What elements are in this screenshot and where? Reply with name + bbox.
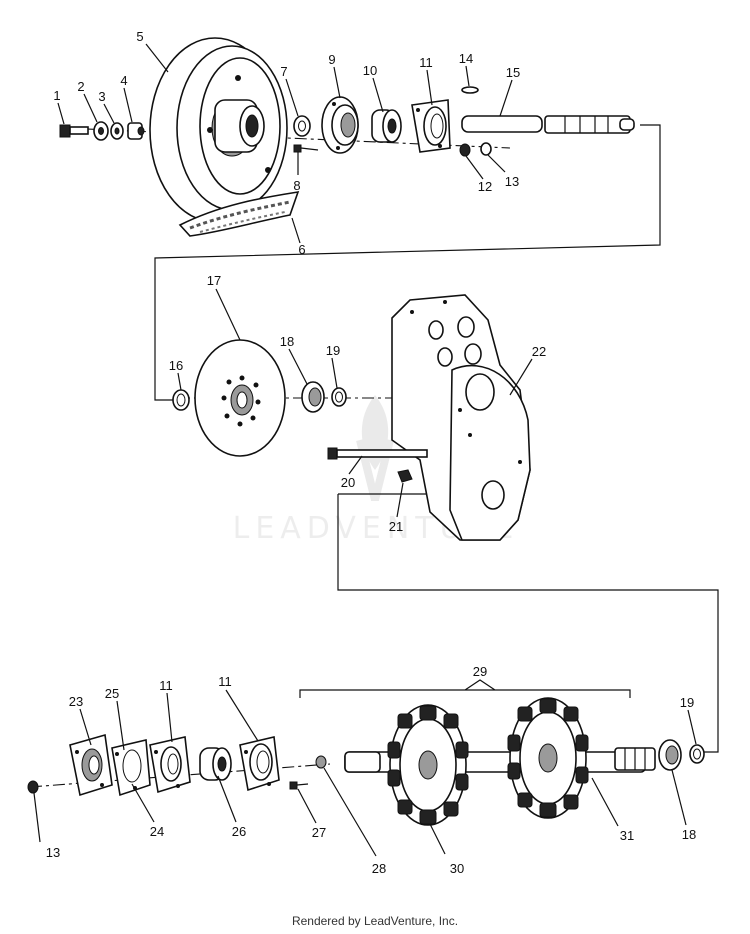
spacer-4 — [127, 122, 145, 140]
drive-sprocket-30-right — [507, 697, 589, 819]
nut-28 — [315, 755, 327, 769]
callout-30: 30 — [450, 861, 464, 876]
drive-sprocket-30-left — [387, 704, 469, 826]
callout-11: 11 — [419, 55, 433, 70]
belt-section-6 — [178, 191, 300, 237]
shaft-15 — [461, 115, 635, 134]
bolt-20 — [327, 447, 428, 460]
callout-21: 21 — [389, 519, 403, 534]
disc-17 — [194, 339, 286, 457]
callout-14: 14 — [459, 51, 473, 66]
callout-22: 22 — [532, 344, 546, 359]
callout-18: 18 — [280, 334, 294, 349]
callout-15: 15 — [506, 65, 520, 80]
callout-13-bottom: 13 — [46, 845, 60, 860]
callout-26: 26 — [232, 824, 246, 839]
o-ring-19-bottom — [689, 744, 705, 764]
callout-20: 20 — [341, 475, 355, 490]
routing-lines — [154, 124, 719, 753]
washer-7 — [293, 115, 311, 137]
callout-18-bottom: 18 — [682, 827, 696, 842]
callout-9: 9 — [328, 52, 335, 67]
callout-12: 12 — [478, 179, 492, 194]
callout-10: 10 — [363, 63, 377, 78]
callout-1: 1 — [53, 88, 60, 103]
nut-12 — [459, 143, 471, 157]
callout-16: 16 — [169, 358, 183, 373]
bracket-29 — [299, 679, 631, 698]
flange-23 — [69, 733, 113, 797]
footer-credit: Rendered by LeadVenture, Inc. — [291, 914, 459, 928]
nut-13-bottom — [27, 780, 39, 794]
bearing-18-bottom — [658, 739, 682, 771]
callout-28: 28 — [372, 861, 386, 876]
callout-25: 25 — [105, 686, 119, 701]
nut-21 — [397, 469, 413, 483]
callout-17: 17 — [207, 273, 221, 288]
screw-8 — [293, 144, 319, 153]
leadventure-logo — [356, 395, 394, 501]
washer-2 — [93, 121, 109, 141]
callout-2: 2 — [77, 79, 84, 94]
callout-5: 5 — [136, 29, 143, 44]
callout-23: 23 — [69, 694, 83, 709]
nut-13 — [480, 142, 492, 156]
bearing-18-mid — [301, 381, 325, 413]
bearing-10 — [371, 109, 402, 143]
callout-19-bottom: 19 — [680, 695, 694, 710]
bolt-1 — [59, 124, 89, 138]
o-ring-19-mid — [331, 387, 347, 407]
callout-labels: 1 2 3 4 5 6 7 8 9 10 11 12 13 14 15 16 1… — [46, 29, 696, 876]
bearing-26 — [199, 747, 232, 781]
callout-4: 4 — [120, 73, 127, 88]
o-ring-16 — [172, 389, 190, 411]
callout-8: 8 — [293, 178, 300, 193]
flange-11-top — [411, 99, 451, 153]
driven-pulley-5 — [149, 37, 288, 223]
callout-6: 6 — [298, 242, 305, 257]
callout-31: 31 — [620, 828, 634, 843]
callout-19: 19 — [326, 343, 340, 358]
callout-27: 27 — [312, 825, 326, 840]
flange-9 — [321, 96, 359, 154]
callout-3: 3 — [98, 89, 105, 104]
washer-3 — [110, 122, 124, 140]
leader-lines — [33, 43, 697, 857]
flange-24-25 — [111, 739, 151, 797]
callout-24: 24 — [150, 824, 164, 839]
callout-29: 29 — [473, 664, 487, 679]
screw-27 — [289, 781, 309, 790]
callout-11-bottom-a: 11 — [159, 678, 173, 693]
key-14 — [461, 86, 479, 94]
flange-11-bottom-a — [149, 736, 191, 794]
callout-11-bottom-b: 11 — [218, 674, 232, 689]
chaincase-22 — [391, 294, 531, 541]
callout-7: 7 — [280, 64, 287, 79]
flange-11-bottom-b — [239, 736, 280, 792]
callout-13: 13 — [505, 174, 519, 189]
